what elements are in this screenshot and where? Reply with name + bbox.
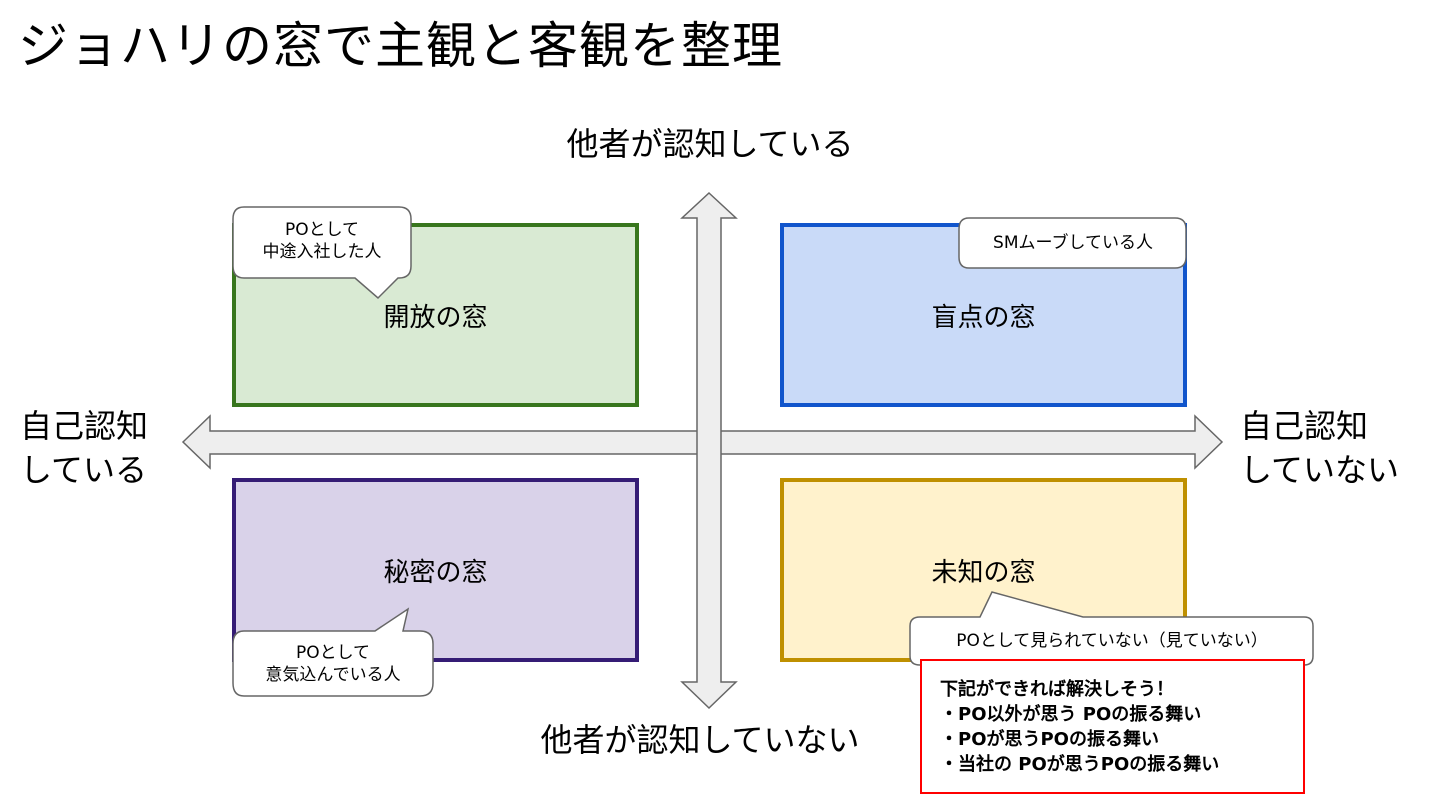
callout-unknown-text: POとして見られていない（見ていない） xyxy=(956,631,1268,651)
action-note-item: ・当社の POが思うPOの振る舞い xyxy=(940,754,1220,775)
callout-hidden: POとして 意気込んでいる人 xyxy=(230,607,436,699)
quadrant-open-label: 開放の窓 xyxy=(383,302,488,333)
axis-label-bottom: 他者が認知していない xyxy=(540,721,860,759)
vertical-double-arrow xyxy=(680,191,738,710)
quadrant-blind-label: 盲点の窓 xyxy=(931,302,1036,333)
slide-title: ジョハリの窓で主観と客観を整理 xyxy=(18,17,783,75)
callout-open-bubble xyxy=(232,206,412,300)
quadrant-hidden-label: 秘密の窓 xyxy=(383,557,488,588)
axis-label-left-line1: 自己認知 xyxy=(20,407,149,445)
axis-label-right-line1: 自己認知 xyxy=(1240,407,1369,445)
callout-open-line1: POとして xyxy=(284,220,360,240)
axis-label-left-line2: している xyxy=(20,451,148,489)
callout-hidden-line1: POとして xyxy=(295,643,371,663)
action-note-item: ・POが思うPOの振る舞い xyxy=(940,729,1159,750)
axis-label-right-line2: していない xyxy=(1240,451,1400,489)
callout-blind-bubble xyxy=(958,217,1187,269)
callout-hidden-line2: 意気込んでいる人 xyxy=(265,665,401,685)
action-note-item: ・PO以外が思う POの振る舞い xyxy=(940,704,1202,725)
axis-label-right: 自己認知 していない xyxy=(1240,404,1399,492)
axis-label-top: 他者が認知している xyxy=(566,125,854,163)
callout-blind-text: SMムーブしている人 xyxy=(993,233,1153,253)
action-note-box: 下記ができれば解決しそう！ ・PO以外が思う POの振る舞い ・POが思うPOの… xyxy=(920,659,1305,794)
callout-blind: SMムーブしている人 xyxy=(957,216,1189,272)
action-note-heading: 下記ができれば解決しそう！ xyxy=(940,679,1174,700)
callout-open-line2: 中途入社した人 xyxy=(262,242,382,262)
callout-unknown-bubble xyxy=(909,591,1314,666)
callout-open: POとして 中途入社した人 xyxy=(230,204,414,300)
callout-hidden-bubble xyxy=(232,607,434,697)
callout-unknown: POとして見られていない（見ていない） xyxy=(908,590,1316,668)
quadrant-unknown-label: 未知の窓 xyxy=(931,557,1036,588)
axis-label-left: 自己認知 している xyxy=(20,404,148,492)
